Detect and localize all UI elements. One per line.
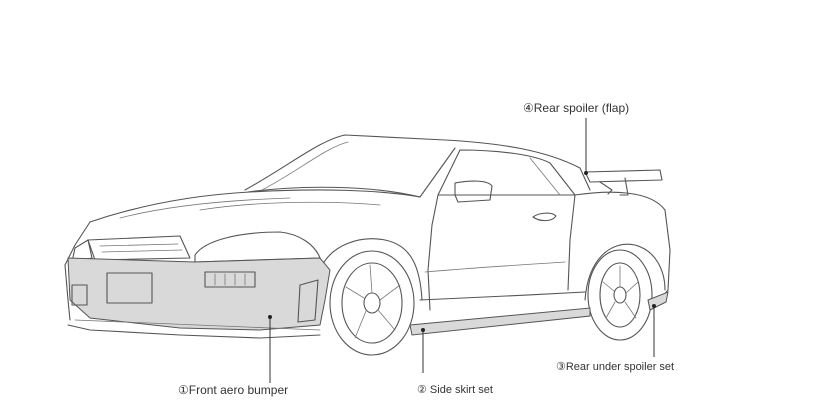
front-aero-bumper-part [67,257,331,339]
rear-spoiler-part [584,169,663,196]
rear-under-spoiler-part [647,291,669,311]
rear-wheel [587,249,653,341]
callout-side-skirt-set: ② Side skirt set [417,384,493,396]
callout-rear-under-spoiler-set: ③Rear under spoiler set [556,361,675,373]
front-wheel [329,250,415,356]
car-body [64,134,671,321]
leader-lines [268,118,656,383]
callout-front-aero-bumper: ①Front aero bumper [178,383,289,397]
callout-rear-spoiler: ④Rear spoiler (flap) [523,101,630,115]
side-skirt-part [409,307,591,336]
